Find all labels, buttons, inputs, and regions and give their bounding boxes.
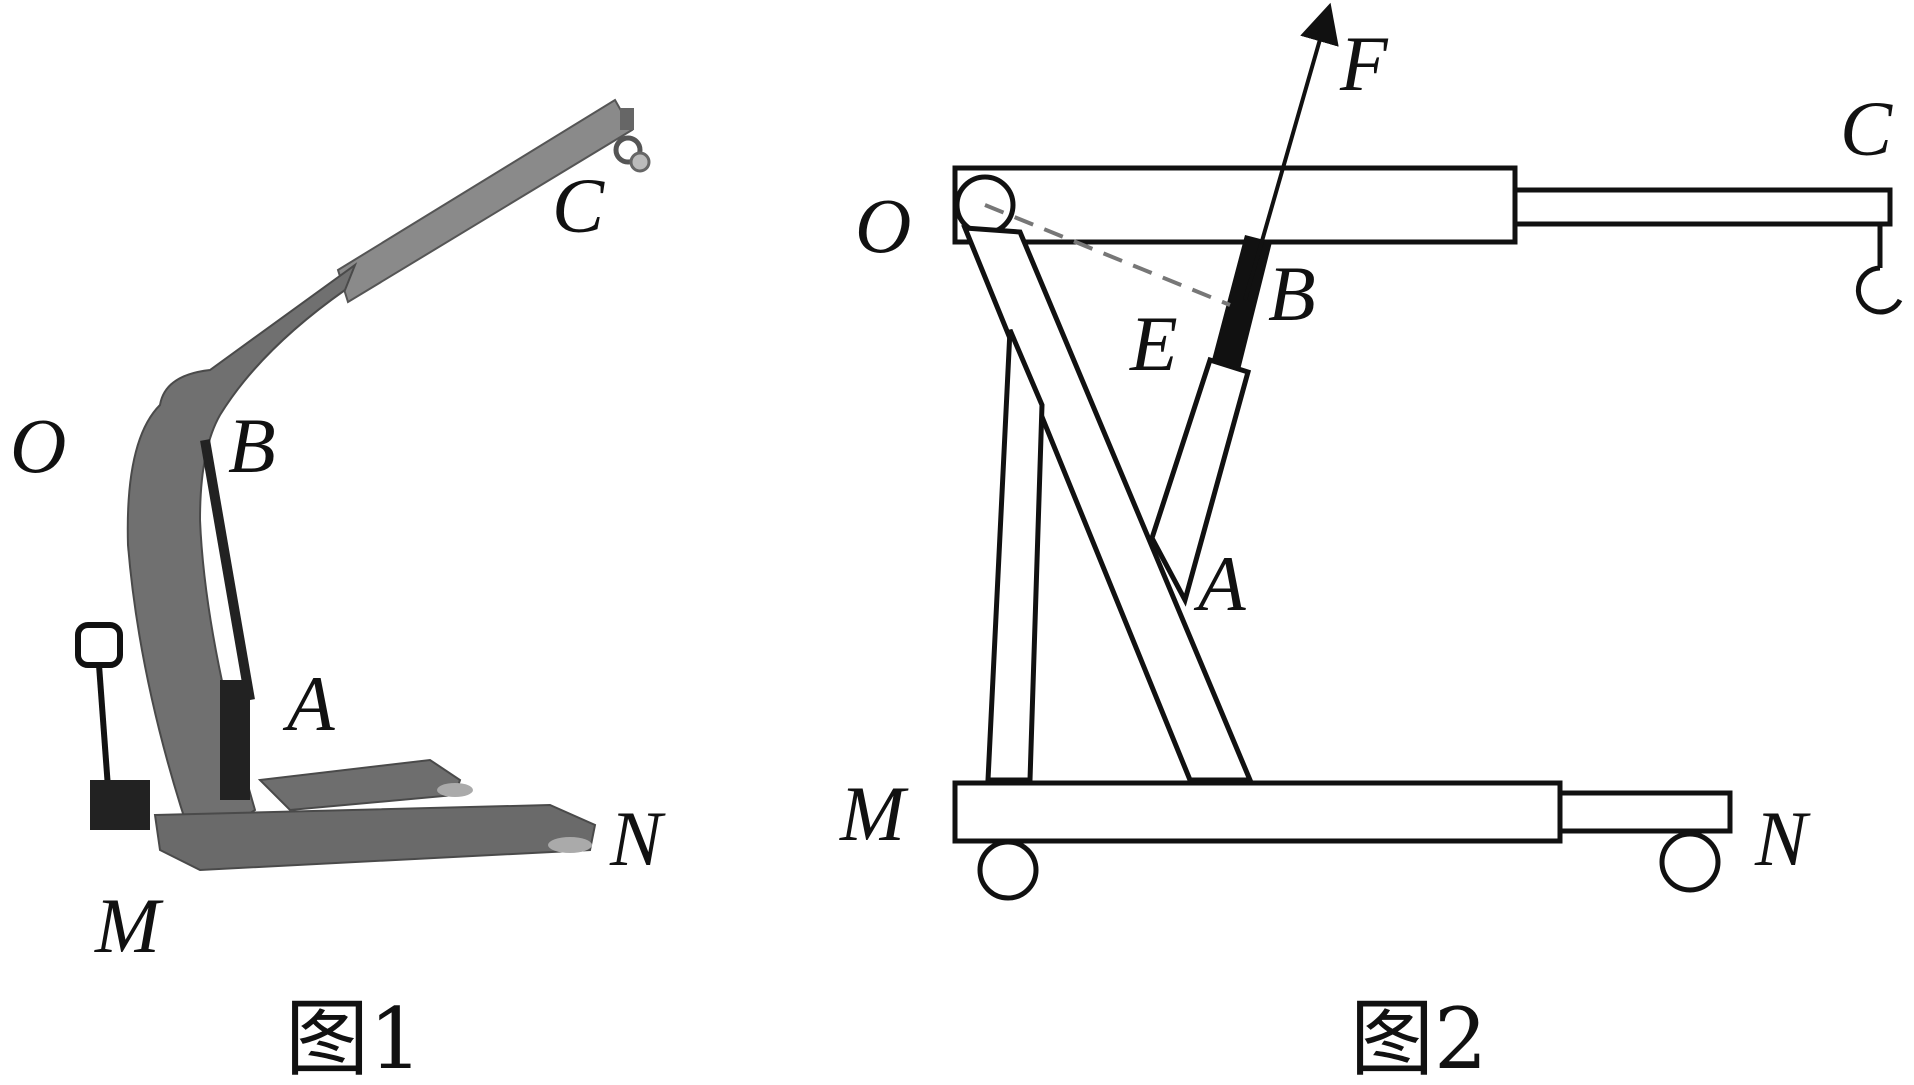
hook-icon [613, 108, 651, 173]
diagonal-beam [961, 225, 1254, 783]
figure1-crane-illustration [75, 98, 651, 872]
caption-fig1: 图1 [285, 990, 422, 1085]
piston-rod [1212, 235, 1272, 370]
base-leg-front [153, 803, 597, 872]
label-O-fig2: O [855, 182, 911, 269]
label-C-fig1: C [552, 162, 605, 249]
label-B-fig2: B [1268, 250, 1316, 337]
vertical-strut [985, 329, 1045, 783]
hook-icon-fig2 [1855, 265, 1903, 315]
label-N-fig2: N [1754, 795, 1811, 882]
wheel-left [977, 839, 1039, 901]
caption-fig2: 图2 [1350, 990, 1487, 1085]
label-N-fig1: N [609, 795, 666, 882]
label-A-fig1: A [282, 660, 335, 747]
crane-column [126, 262, 358, 852]
label-F-fig2: F [1339, 20, 1389, 107]
figure2-crane-schematic [952, 2, 1903, 901]
label-B-fig1: B [228, 402, 276, 489]
label-M-fig2: M [839, 770, 909, 857]
force-arrow-F [1243, 2, 1339, 301]
label-A-fig2: A [1193, 540, 1246, 627]
boom-outer [952, 165, 1518, 245]
hydraulic-rod [200, 439, 255, 701]
handle [75, 622, 150, 830]
label-E-fig2: E [1129, 300, 1178, 387]
label-M-fig1: M [94, 882, 164, 969]
base-bar [952, 780, 1563, 844]
label-C-fig2: C [1840, 85, 1893, 172]
hydraulic-cylinder [220, 680, 250, 800]
base-leg-rear [257, 758, 462, 812]
wheel-right [1659, 831, 1721, 893]
label-O-fig1: O [10, 402, 66, 489]
dashed-OB [984, 203, 1231, 307]
boom-inner [1512, 187, 1893, 227]
base-extension [1557, 790, 1733, 834]
